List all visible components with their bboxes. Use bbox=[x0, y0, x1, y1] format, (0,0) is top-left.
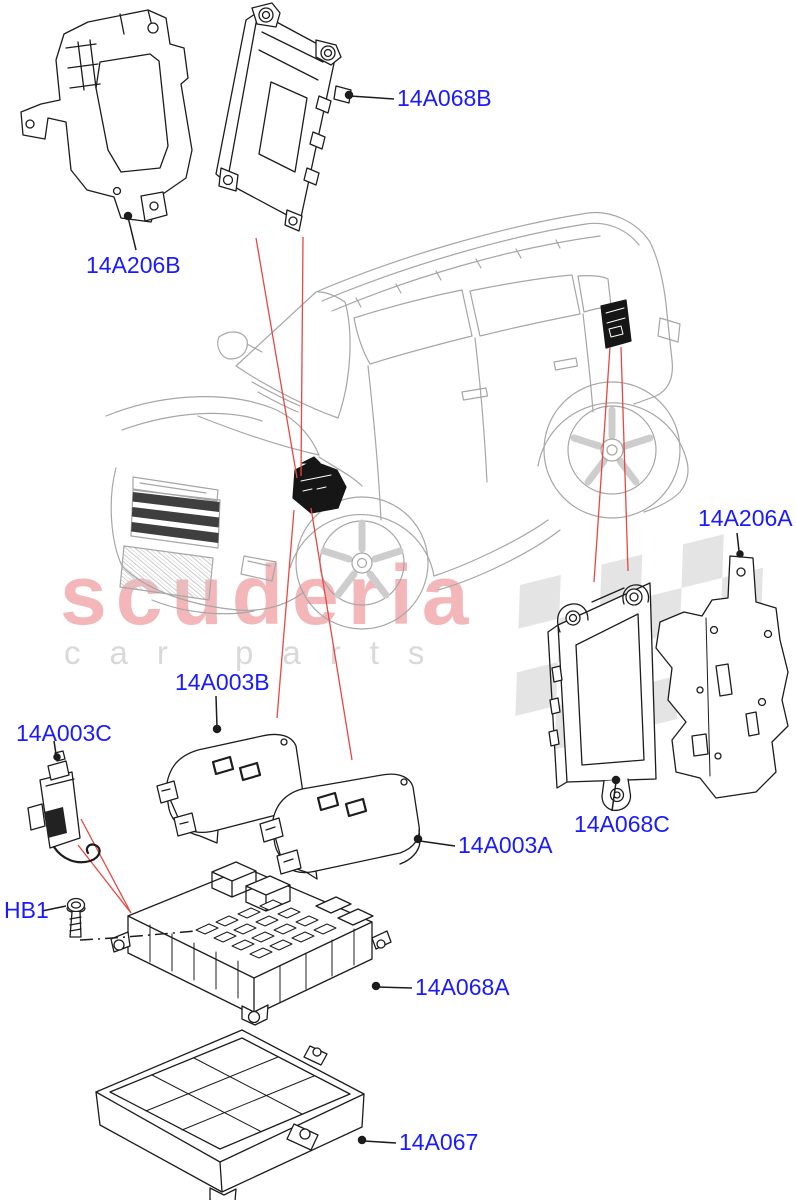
cover-14A003B-drawing bbox=[156, 733, 305, 844]
red-callout-lines bbox=[77, 236, 629, 914]
part-label-14A067[interactable]: 14A067 bbox=[399, 1129, 479, 1155]
tray-14A067-drawing bbox=[95, 1029, 365, 1200]
part-label-14A206B[interactable]: 14A206B bbox=[86, 252, 181, 278]
bolt-HB1-drawing bbox=[66, 897, 86, 938]
module-14A068C-drawing bbox=[547, 582, 657, 812]
bracket-14A206B-drawing bbox=[20, 9, 193, 223]
part-label-14A068A[interactable]: 14A068A bbox=[415, 974, 510, 1000]
watermark-subtitle-text: car parts bbox=[64, 634, 453, 671]
part-label-14A003B[interactable]: 14A003B bbox=[175, 669, 270, 695]
part-label-14A068B[interactable]: 14A068B bbox=[397, 85, 492, 111]
bracket-14A206A-drawing bbox=[655, 555, 789, 799]
car-illustration bbox=[105, 211, 689, 630]
leader-lines bbox=[41, 90, 744, 1145]
cover-14A003A-drawing bbox=[259, 773, 421, 880]
engine-bay-module-marker bbox=[292, 456, 347, 514]
part-label-14A068C[interactable]: 14A068C bbox=[574, 811, 670, 837]
part-label-HB1[interactable]: HB1 bbox=[4, 897, 49, 923]
fusebox-14A068A-drawing bbox=[110, 861, 392, 1026]
relay-14A003C-drawing bbox=[27, 750, 101, 864]
rear-wheel bbox=[543, 381, 681, 519]
part-label-14A003C[interactable]: 14A003C bbox=[16, 720, 112, 746]
module-14A068B-drawing bbox=[215, 2, 352, 232]
part-label-14A003A[interactable]: 14A003A bbox=[458, 832, 553, 858]
part-label-14A206A[interactable]: 14A206A bbox=[698, 505, 793, 531]
front-wheel bbox=[295, 496, 429, 630]
rear-quarter-module-marker bbox=[600, 299, 632, 349]
